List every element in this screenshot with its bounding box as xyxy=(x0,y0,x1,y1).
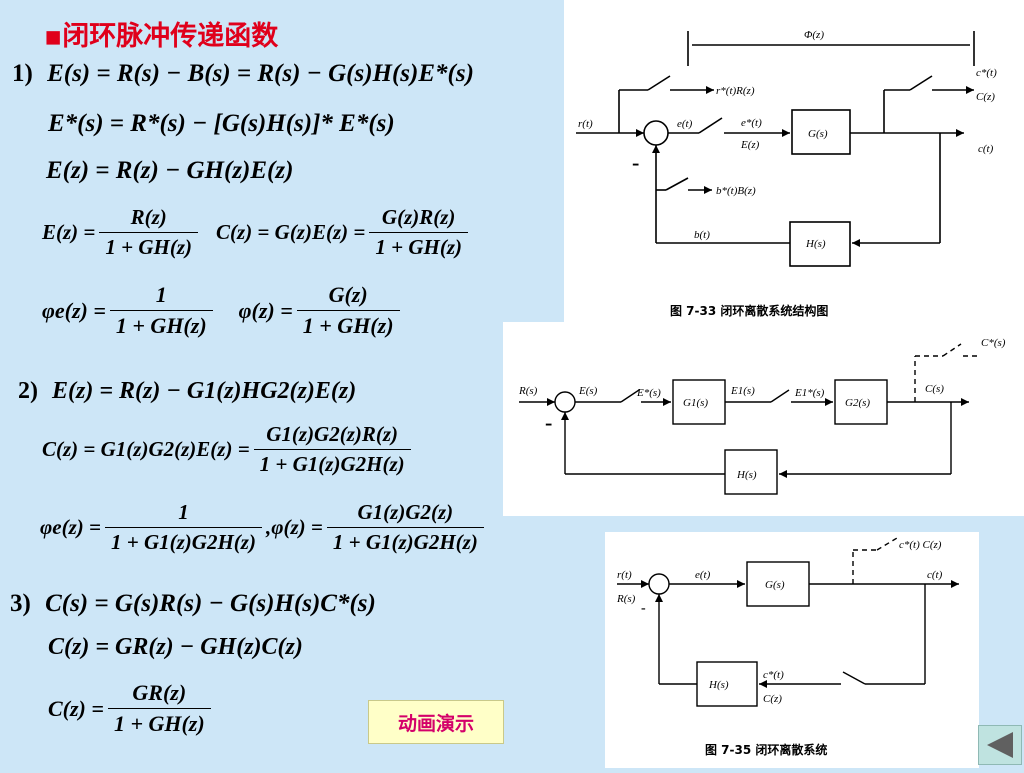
g-block-label: G(s) xyxy=(808,128,828,140)
phie-denominator: 1 + GH(z) xyxy=(109,310,213,339)
s2-cz-lhs: C(z) = G1(z)G2(z)E(z) = xyxy=(42,437,250,461)
section-3-eq2: C(z) = GR(z) − GH(z)C(z) xyxy=(48,634,303,660)
figure-7-35-caption: 图 7-35 闭环离散系统 xyxy=(705,742,827,757)
s2-phie-lhs: φe(z) = xyxy=(40,515,101,539)
c-star-label: c*(t) xyxy=(976,67,997,79)
s2-phi-numerator: G1(z)G2(z) xyxy=(357,500,454,524)
section-3-label: 3) xyxy=(10,590,31,617)
diagram-7-33-panel: Φ(z) r(t) e(t) e*(t) E(z) r*(t)R(z) b*(t… xyxy=(564,0,1024,322)
diagram-2: R(s) E(s) E*(s) G1(s) E1(s) E1*(s) G2(s)… xyxy=(518,337,1006,495)
phie-lhs: φe(z) = xyxy=(42,297,106,323)
g2-block-label: G2(s) xyxy=(845,397,870,409)
section-2-equations: 2) E(z) = R(z) − G1(z)HG2(z)E(z) xyxy=(18,378,356,405)
minus-sign-2: - xyxy=(545,410,552,435)
g-block-label-3: G(s) xyxy=(765,579,785,591)
c-star-cz-label: c*(t) C(z) xyxy=(899,539,942,551)
section-1-ez-formula: E(z) = R(z) 1 + GH(z) C(z) = G(z)E(z) = G… xyxy=(42,205,472,260)
e-t-label: e(t) xyxy=(677,118,693,130)
s3-cz-lhs: C(z) = xyxy=(48,695,104,721)
e1-star-s-label: E1*(s) xyxy=(794,387,825,399)
s2-phi-denominator: 1 + G1(z)G2H(z) xyxy=(326,527,484,555)
s3-cz-numerator: GR(z) xyxy=(132,680,187,705)
cz-denominator: 1 + GH(z) xyxy=(369,232,468,260)
r-s-label: R(s) xyxy=(518,385,538,397)
c-z-label-3: C(z) xyxy=(763,693,782,705)
s2-cz-denominator: 1 + G1(z)G2H(z) xyxy=(253,449,411,477)
h-block-label-2: H(s) xyxy=(736,469,757,481)
section-2-phi-formula: φe(z) = 1 1 + G1(z)G2H(z) ,φ(z) = G1(z)G2… xyxy=(40,500,488,555)
minus-sign-3: - xyxy=(641,601,646,616)
diagram-7-35-panel: r(t) R(s) e(t) G(s) c*(t) C(z) c(t) H(s)… xyxy=(605,532,979,768)
s2-phi-lhs: ,φ(z) = xyxy=(265,515,323,539)
section-1-label: 1) xyxy=(12,60,33,87)
triangle-left-icon xyxy=(987,732,1013,758)
diagram-7-33: Φ(z) r(t) e(t) e*(t) E(z) r*(t)R(z) b*(t… xyxy=(576,29,997,318)
phie-numerator: 1 xyxy=(155,282,167,307)
c-s-label: C(s) xyxy=(925,383,944,395)
minus-sign: - xyxy=(632,150,639,175)
ez-lhs: E(z) = xyxy=(42,220,96,244)
section-2-label: 2) xyxy=(18,378,38,404)
c-t-label: c(t) xyxy=(978,143,994,155)
figure-7-33-caption: 图 7-33 闭环离散系统结构图 xyxy=(670,303,828,318)
previous-slide-button[interactable] xyxy=(978,725,1022,765)
slide-title: ▪闭环脉冲传递函数 xyxy=(44,21,279,52)
e-star-label: e*(t) xyxy=(741,117,762,129)
animation-demo-button[interactable]: 动画演示 xyxy=(368,700,504,744)
c-star-label-3: c*(t) xyxy=(763,669,784,681)
r-t-label-3: r(t) xyxy=(617,569,632,581)
section-1-eq3: E(z) = R(z) − GH(z)E(z) xyxy=(46,157,294,184)
e-star-s-label: E*(s) xyxy=(636,387,661,399)
section-1-phi-formula: φe(z) = 1 1 + GH(z) φ(z) = G(z) 1 + GH(z) xyxy=(42,282,404,339)
s2-phie-numerator: 1 xyxy=(178,500,189,524)
h-block-label-3: H(s) xyxy=(708,679,729,691)
ez-denominator: 1 + GH(z) xyxy=(99,232,199,260)
section-1-equations: 1) E(s) = R(s) − B(s) = R(s) − G(s)H(s)E… xyxy=(12,60,474,88)
section-2-cz-formula: C(z) = G1(z)G2(z)E(z) = G1(z)G2(z)R(z) 1 … xyxy=(42,422,415,477)
section-3-cz-formula: C(z) = GR(z) 1 + GH(z) xyxy=(48,680,215,737)
section-2-eq1: E(z) = R(z) − G1(z)HG2(z)E(z) xyxy=(52,378,357,404)
cz-numerator: G(z)R(z) xyxy=(381,205,456,229)
r-t-label: r(t) xyxy=(578,118,593,130)
s3-cz-denominator: 1 + GH(z) xyxy=(107,708,211,737)
s2-phie-denominator: 1 + G1(z)G2H(z) xyxy=(104,527,262,555)
c-star-s-label: C*(s) xyxy=(981,337,1006,349)
s2-cz-numerator: G1(z)G2(z)R(z) xyxy=(266,422,399,446)
section-3-eq1: C(s) = G(s)R(s) − G(s)H(s)C*(s) xyxy=(45,590,376,617)
b-t-label: b(t) xyxy=(694,229,710,241)
section-3-equations: 3) C(s) = G(s)R(s) − G(s)H(s)C*(s) xyxy=(10,590,376,618)
diagram-7-35: r(t) R(s) e(t) G(s) c*(t) C(z) c(t) H(s)… xyxy=(616,537,959,757)
phi-denominator: 1 + GH(z) xyxy=(296,310,400,339)
b-star-label: b*(t)B(z) xyxy=(716,185,756,197)
r-s-label-3: R(s) xyxy=(616,593,636,605)
section-1-eq2: E*(s) = R*(s) − [G(s)H(s)]* E*(s) xyxy=(48,110,395,137)
e-s-label: E(s) xyxy=(578,385,598,397)
c-z-label: C(z) xyxy=(976,91,995,103)
e1-s-label: E1(s) xyxy=(730,385,755,397)
e-t-label-3: e(t) xyxy=(695,569,711,581)
section-1-eq1: E(s) = R(s) − B(s) = R(s) − G(s)H(s)E*(s… xyxy=(47,60,474,87)
diagram-2-panel: R(s) E(s) E*(s) G1(s) E1(s) E1*(s) G2(s)… xyxy=(503,322,1024,516)
phi-numerator: G(z) xyxy=(328,282,368,307)
e-z-label: E(z) xyxy=(740,139,760,151)
cz-lhs: C(z) = G(z)E(z) = xyxy=(216,220,366,244)
phi-lhs: φ(z) = xyxy=(238,297,293,323)
h-block-label: H(s) xyxy=(805,238,826,250)
phi-z-label: Φ(z) xyxy=(804,29,824,41)
g1-block-label: G1(s) xyxy=(683,397,708,409)
c-t-label-3: c(t) xyxy=(927,569,943,581)
ez-numerator: R(z) xyxy=(130,205,167,229)
r-star-label: r*(t)R(z) xyxy=(716,85,755,97)
